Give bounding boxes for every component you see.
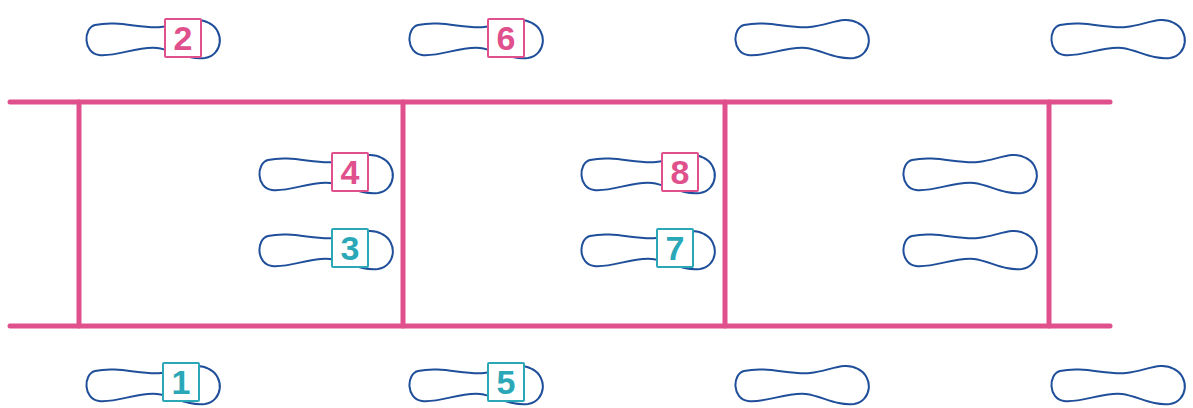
callout-number: 7 — [656, 228, 694, 268]
footprint — [581, 231, 714, 269]
ladder-line — [723, 102, 728, 326]
ladder-line — [10, 100, 1110, 105]
footprint — [259, 155, 392, 193]
footprint — [1051, 20, 1184, 58]
ladder-line — [1047, 102, 1052, 326]
callout-number: 5 — [487, 362, 525, 402]
footprint — [903, 231, 1036, 269]
footprint — [259, 231, 392, 269]
ladder-line — [77, 102, 82, 326]
footprint — [735, 20, 868, 58]
ladder-line — [10, 324, 1110, 329]
footprint — [1051, 366, 1184, 404]
callout-number: 8 — [661, 152, 699, 192]
callout-number: 6 — [487, 18, 525, 58]
ladder-line — [401, 102, 406, 326]
callout-number: 1 — [162, 362, 200, 402]
callout-number: 3 — [331, 228, 369, 268]
footprint — [903, 155, 1036, 193]
footprint — [735, 366, 868, 404]
callout-number: 4 — [331, 152, 369, 192]
callout-number: 2 — [164, 18, 202, 58]
